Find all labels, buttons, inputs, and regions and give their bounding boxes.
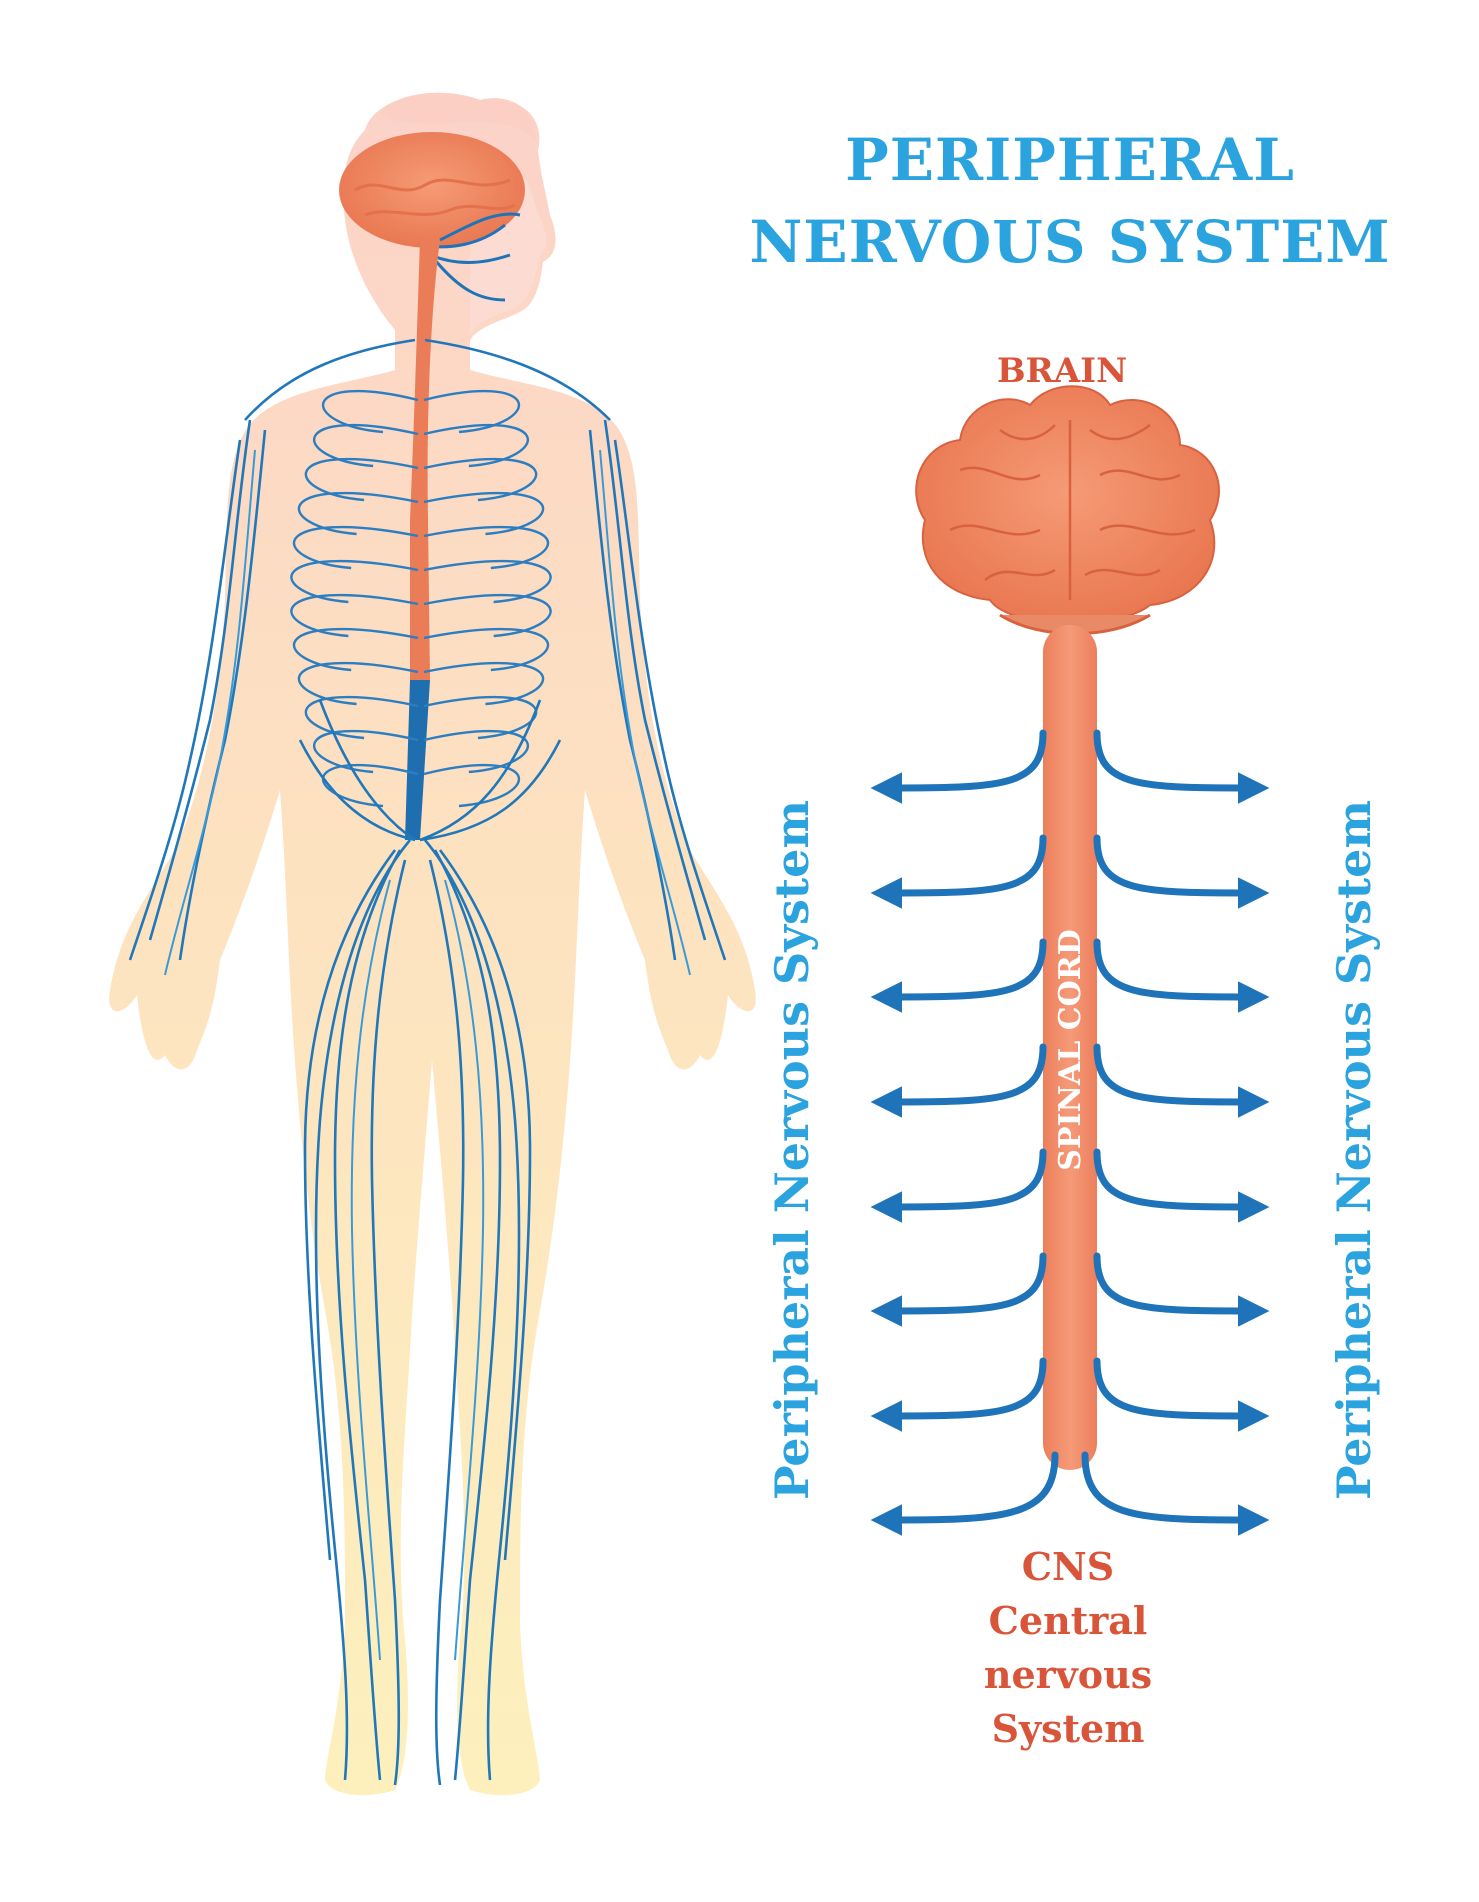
cns-label-line-4: System <box>992 1706 1145 1751</box>
nerve-arrow-right <box>1093 1043 1270 1118</box>
head-brain <box>339 132 525 248</box>
nerve-arrow-right <box>1093 938 1270 1013</box>
rib-nerve <box>313 730 419 774</box>
rib-nerve <box>313 424 419 468</box>
title-line-1: PERIPHERAL <box>845 126 1295 194</box>
cns-label-line-1: CNS <box>1022 1544 1114 1589</box>
nerve-arrow-left <box>870 1148 1047 1223</box>
spinal-cord-label: SPINAL CORD <box>1053 929 1088 1170</box>
nerve-arrow-left <box>870 1357 1047 1432</box>
head-shape <box>109 93 756 1796</box>
nerve-arrow-left <box>870 834 1047 909</box>
rib-nerve <box>423 390 521 434</box>
pns-label-left: Peripheral Nervous System <box>765 800 819 1500</box>
rib-nerve <box>423 424 529 468</box>
schematic-brain <box>915 385 1220 636</box>
cns-label-line-3: nervous <box>984 1652 1152 1697</box>
nerve-arrow-right <box>1093 729 1270 804</box>
nerve-arrow-right <box>1093 1357 1270 1432</box>
rib-nerve <box>423 458 538 502</box>
human-figure <box>109 92 756 1796</box>
rib-nerve <box>321 390 419 434</box>
rib-nerve <box>423 525 550 570</box>
nerve-arrows <box>870 729 1270 1536</box>
figure-lower-cord <box>405 680 430 840</box>
cns-label-line-2: Central <box>989 1598 1148 1643</box>
rib-nerve <box>304 458 419 502</box>
nerve-arrow-right <box>1093 834 1270 909</box>
pns-label-right: Peripheral Nervous System <box>1327 800 1381 1500</box>
nerve-arrow-right <box>1093 1148 1270 1223</box>
limb-nerves-light <box>164 449 691 1661</box>
rib-nerve <box>321 764 419 808</box>
rib-nerve <box>297 491 419 536</box>
rib-nerve <box>423 764 521 808</box>
rib-nerve <box>423 730 529 774</box>
schematic-spinal-cord <box>1043 625 1097 1470</box>
limb-nerves <box>128 338 727 1786</box>
rib-nerve <box>292 525 419 570</box>
nerve-arrow-left <box>870 1451 1059 1536</box>
title-line-2: NERVOUS SYSTEM <box>749 208 1390 276</box>
nerve-arrow-left <box>870 938 1047 1013</box>
nerve-arrow-left <box>870 1043 1047 1118</box>
hair <box>380 92 536 140</box>
nerve-arrow-right <box>1093 1252 1270 1327</box>
brain-label: BRAIN <box>997 351 1127 391</box>
nerve-arrow-right <box>1081 1451 1270 1536</box>
nerve-arrow-left <box>870 1252 1047 1327</box>
rib-nerve <box>423 491 545 536</box>
rib-nerves <box>290 390 552 808</box>
nerve-arrow-left <box>870 729 1047 804</box>
